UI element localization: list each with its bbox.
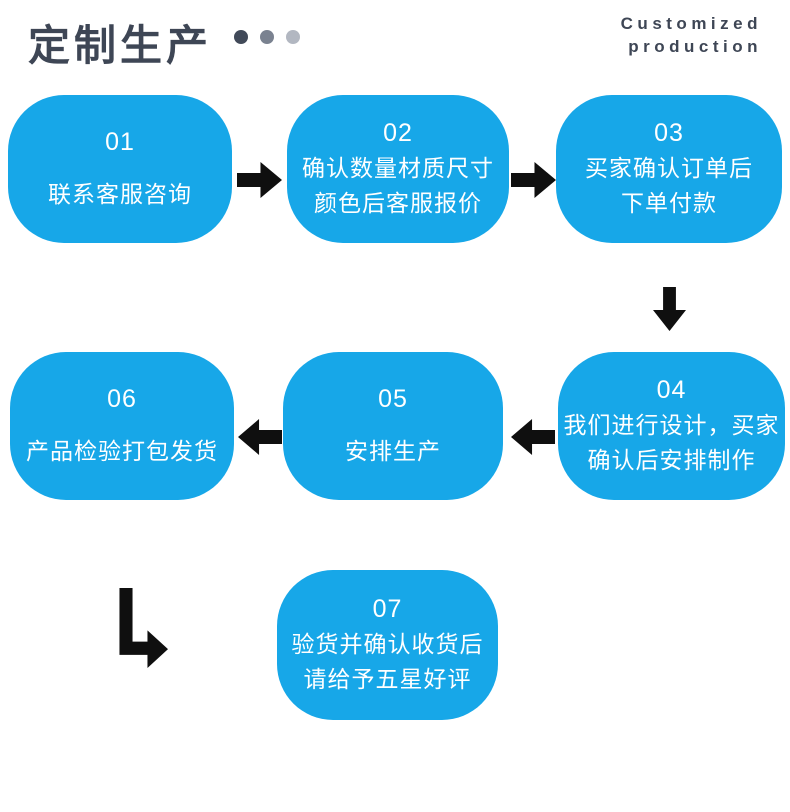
step-box-04: 04 我们进行设计，买家 确认后安排制作 (558, 352, 785, 500)
dot-icon (286, 30, 300, 44)
dot-icon (260, 30, 274, 44)
step-text-line: 买家确认订单后 (585, 154, 753, 181)
step-box-02: 02 确认数量材质尺寸 颜色后客服报价 (287, 95, 509, 243)
step-box-06: 06 产品检验打包发货 (10, 352, 234, 500)
page-subtitle-english: Customized production (621, 12, 762, 58)
step-number: 01 (105, 127, 135, 156)
step-box-07: 07 验货并确认收货后 请给予五星好评 (277, 570, 498, 720)
step-text-line: 确认后安排制作 (587, 446, 756, 473)
step-number: 04 (656, 375, 687, 404)
arrow-bent-down-right-icon (112, 588, 168, 668)
step-box-03: 03 买家确认订单后 下单付款 (556, 95, 782, 243)
step-number: 05 (378, 384, 408, 413)
arrow-right-icon (511, 162, 556, 198)
step-number: 07 (372, 594, 403, 623)
step-text-line: 联系客服咨询 (48, 180, 192, 207)
dot-icon (234, 30, 248, 44)
step-text-line: 验货并确认收货后 (291, 630, 484, 657)
page-title: 定制生产 (28, 22, 213, 69)
step-text-line: 确认数量材质尺寸 (302, 154, 494, 181)
step-number: 02 (383, 118, 413, 147)
arrow-right-icon (237, 162, 282, 198)
subtitle-line: production (628, 37, 762, 56)
step-box-01: 01 联系客服咨询 (8, 95, 232, 243)
step-number: 06 (107, 384, 137, 413)
title-decoration-dots (234, 30, 300, 44)
arrow-down-icon (653, 287, 686, 331)
step-box-05: 05 安排生产 (283, 352, 503, 500)
arrow-left-icon (511, 419, 555, 455)
step-text-line: 请给予五星好评 (303, 665, 472, 692)
subtitle-line: Customized (620, 14, 762, 33)
step-number: 03 (654, 118, 684, 147)
arrow-left-icon (238, 419, 282, 455)
step-text-line: 安排生产 (345, 437, 441, 464)
step-text-line: 颜色后客服报价 (314, 189, 482, 216)
step-text-line: 我们进行设计，买家 (563, 411, 780, 438)
step-text-line: 产品检验打包发货 (26, 437, 218, 464)
step-text-line: 下单付款 (621, 189, 717, 216)
